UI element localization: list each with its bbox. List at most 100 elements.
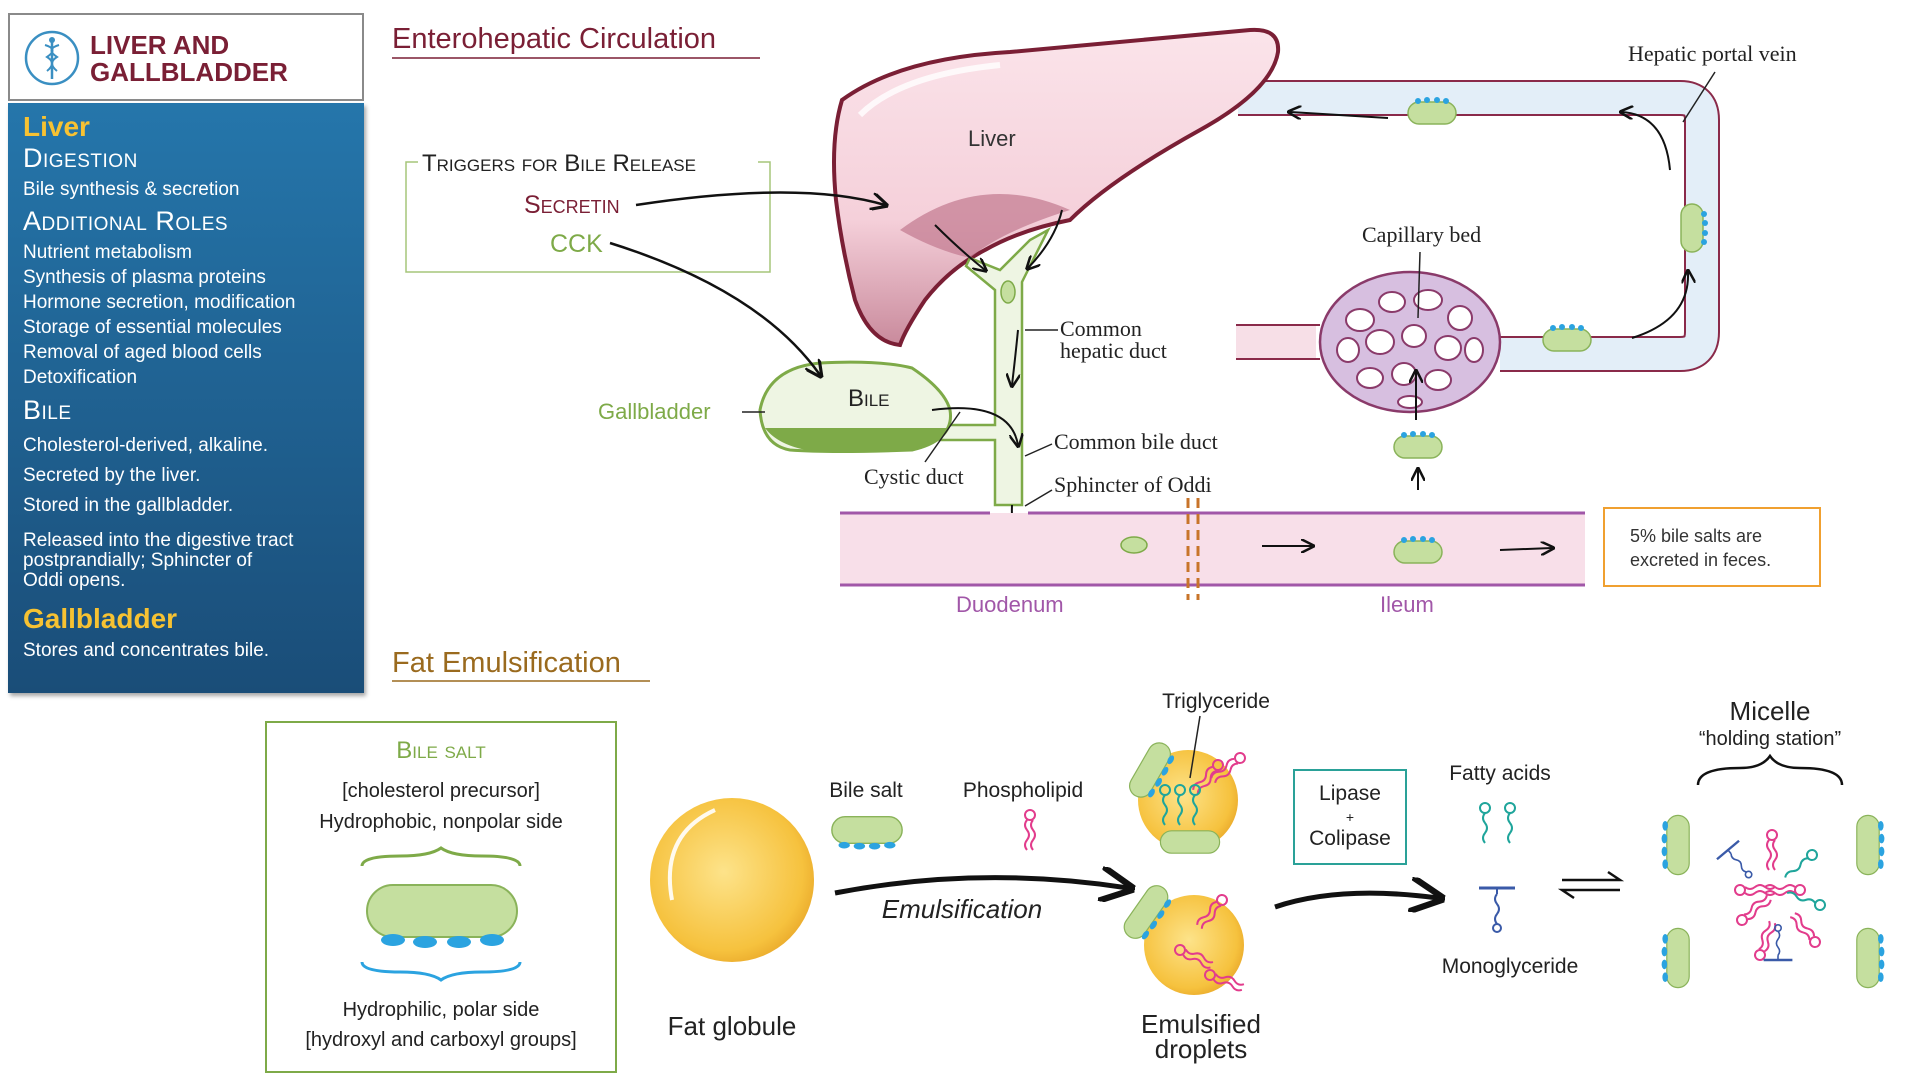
fatty-acid-icon (1479, 802, 1491, 844)
triglyceride-leader (1189, 715, 1201, 779)
emulsified-droplets-label: Emulsified (1141, 1009, 1261, 1039)
sphincter-label: Sphincter of Oddi (1054, 472, 1212, 497)
portal-vein-leader (1682, 71, 1716, 123)
cystic-duct-label: Cystic duct (864, 464, 964, 489)
bile-fact: Secreted by the liver. (23, 465, 201, 486)
liver-label: Liver (968, 126, 1016, 151)
monoglyceride-label: Monoglyceride (1442, 955, 1579, 978)
lipase-arrow (1274, 893, 1438, 907)
sidebar-header: LIVER AND GALLBLADDER (8, 13, 364, 101)
capillary-bed-label: Capillary bed (1362, 222, 1481, 247)
lipase-colipase-box (1293, 769, 1407, 865)
cck-arrow (609, 241, 820, 375)
phospholipid-label: Phospholipid (963, 779, 1083, 802)
capillary-bed-leader (1417, 251, 1421, 319)
holding-station-label: “holding station” (1699, 728, 1841, 750)
emulsification-title: Fat Emulsification (392, 647, 621, 679)
sphincter-leader (1024, 489, 1053, 507)
emulsified-droplets-label-2: droplets (1155, 1034, 1248, 1064)
sidebar-title-line2: GALLBLADDER (90, 57, 288, 87)
monoglyceride-icon (1477, 886, 1517, 934)
gallbladder-heading: Gallbladder (23, 603, 178, 634)
excretion-box (1603, 507, 1821, 587)
bile-salt-absorbed (1393, 430, 1443, 459)
bile-salt-diagram (366, 884, 518, 948)
bile-salt-box-title: Bile salt (396, 737, 485, 764)
bile-salt-label: Bile salt (829, 779, 903, 802)
lipase-label: Lipase (1319, 782, 1381, 805)
fat-globule-highlight (667, 808, 716, 901)
bile-release-line: postprandially; Sphincter of (23, 550, 253, 571)
capillary-bed (1318, 270, 1502, 414)
bile-label: Bile (848, 385, 890, 412)
role-item: Detoxification (23, 367, 138, 388)
micelle-label: Micelle (1730, 696, 1811, 726)
role-item: Removal of aged blood cells (23, 342, 262, 363)
sidebar-body: Liver Digestion Bile synthesis & secreti… (8, 103, 364, 693)
common-bile-duct-label: Common bile duct (1054, 429, 1218, 454)
bile-heading: Bile (23, 395, 72, 425)
cck-label: CCK (550, 230, 603, 258)
bile-salt-in-vein (1542, 323, 1592, 352)
role-item: Nutrient metabolism (23, 242, 192, 263)
sidebar-title-line1: LIVER AND (90, 30, 230, 60)
additional-roles-heading: Additional Roles (23, 206, 229, 236)
colipase-label: Colipase (1309, 827, 1391, 850)
hydrophobic-brace (360, 846, 522, 867)
bile-release-line: Oddi opens. (23, 570, 126, 591)
bile-duct-leader (1024, 443, 1053, 457)
secretin-label: Secretin (524, 191, 620, 219)
cystic-duct-leader (924, 411, 961, 463)
triglyceride-label: Triglyceride (1162, 690, 1270, 713)
triggers-box (405, 161, 771, 273)
common-hepatic-duct-label-2: hepatic duct (1060, 338, 1167, 363)
bile-fact: Stored in the gallbladder. (23, 495, 234, 516)
role-item: Hormone secretion, modification (23, 292, 296, 313)
excretion-line1: 5% bile salts are (1630, 526, 1762, 546)
bile-fact: Cholesterol-derived, alkaline. (23, 435, 269, 456)
liver (832, 27, 1281, 348)
hydrophilic-label: Hydrophilic, polar side (343, 999, 540, 1021)
emulsification-label: Emulsification (882, 894, 1042, 924)
cholesterol-precursor-label: [cholesterol precursor] (342, 780, 540, 802)
sidebar: LIVER AND GALLBLADDER Liver Digestion Bi… (8, 13, 368, 693)
gallbladder-text: Stores and concentrates bile. (23, 640, 270, 661)
digestion-heading: Digestion (23, 143, 138, 173)
secretin-arrow (635, 191, 885, 206)
phospholipid-icon (1024, 809, 1036, 851)
ileum-label: Ileum (1380, 592, 1434, 617)
excretion-line2: excreted in feces. (1630, 550, 1771, 570)
emulsified-droplet-top (1124, 738, 1249, 854)
micelle-brace (1696, 753, 1844, 786)
emulsification-arrow (834, 878, 1128, 893)
gallbladder-label: Gallbladder (598, 399, 711, 424)
hepatic-portal-vein-label: Hepatic portal vein (1628, 41, 1797, 66)
bile-release-line: Released into the digestive tract (23, 530, 294, 551)
intestine-flow-arrow (1499, 548, 1552, 550)
sidebar-title: LIVER AND GALLBLADDER (90, 32, 288, 86)
digestion-text: Bile synthesis & secretion (23, 179, 240, 200)
fat-globule (650, 798, 814, 962)
bile-droplet (1120, 536, 1148, 554)
gallbladder (758, 360, 953, 453)
micelle (1660, 814, 1886, 989)
equilibrium-arrows (1557, 870, 1625, 900)
portal-flow-arrows (1290, 112, 1688, 339)
fat-globule-label: Fat globule (668, 1011, 797, 1041)
triggers-title: Triggers for Bile Release (422, 150, 696, 177)
caduceus-icon (24, 30, 80, 86)
duodenum-label: Duodenum (956, 592, 1064, 617)
emulsified-droplet-bottom (1119, 880, 1246, 995)
circulation-title: Enterohepatic Circulation (392, 23, 716, 55)
hydrophobic-label: Hydrophobic, nonpolar side (319, 811, 563, 833)
common-hepatic-duct-label: Common (1060, 316, 1142, 341)
role-item: Storage of essential molecules (23, 317, 282, 338)
bile-salt-icon (831, 815, 903, 851)
role-item: Synthesis of plasma proteins (23, 267, 266, 288)
intestine (840, 498, 1585, 600)
hydroxyl-carboxyl-label: [hydroxyl and carboxyl groups] (305, 1029, 576, 1051)
fatty-acids-label: Fatty acids (1449, 762, 1551, 785)
bile-drop (1000, 280, 1016, 304)
liver-heading: Liver (23, 111, 90, 142)
